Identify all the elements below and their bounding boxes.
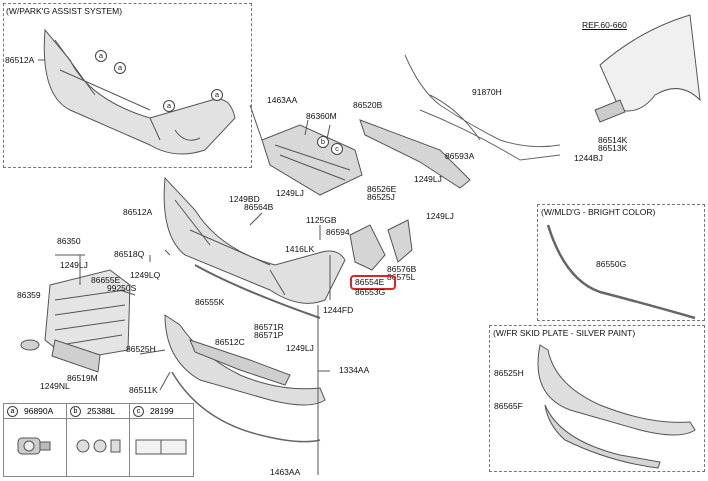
part-label-86359[interactable]: 86359 bbox=[17, 290, 41, 300]
part-label-86594[interactable]: 86594 bbox=[326, 227, 350, 237]
part-label-1249LJ[interactable]: 1249LJ bbox=[414, 174, 442, 184]
moulding-86550G-drawing bbox=[546, 224, 696, 320]
part-label-86554E[interactable]: 86554E bbox=[355, 277, 385, 287]
legend-table: a 96890A b 25388L c 28199 bbox=[3, 403, 194, 477]
part-label-1334AA[interactable]: 1334AA bbox=[339, 365, 370, 375]
part-label-1249LJ[interactable]: 1249LJ bbox=[60, 260, 88, 270]
part-label-86575L[interactable]: 86575L bbox=[387, 272, 416, 282]
part-label-86525J[interactable]: 86525J bbox=[367, 192, 395, 202]
part-label-86519M[interactable]: 86519M bbox=[67, 373, 98, 383]
part-label-1249LJ[interactable]: 1249LJ bbox=[286, 343, 314, 353]
bracket-86576B-drawing bbox=[387, 219, 413, 263]
callout-a: a bbox=[95, 50, 107, 62]
part-label-86525H[interactable]: 86525H bbox=[126, 344, 156, 354]
bracket-86554E-drawing bbox=[349, 224, 386, 271]
part-label-1416LK[interactable]: 1416LK bbox=[285, 244, 315, 254]
callout-a: a bbox=[114, 62, 126, 74]
park-assist-box-title: (W/PARK'G ASSIST SYSTEM) bbox=[6, 6, 123, 16]
legend-header bbox=[4, 404, 193, 419]
bracket-86514K-drawing bbox=[594, 99, 626, 123]
cover-86360M-drawing bbox=[261, 124, 363, 196]
strip-86555K-drawing bbox=[194, 264, 321, 319]
part-label-86526E[interactable]: 86526E bbox=[367, 184, 397, 194]
bumper-cover-main-drawing bbox=[163, 176, 346, 304]
part-label-86512C[interactable]: 86512C bbox=[215, 337, 245, 347]
part-label-86564B[interactable]: 86564B bbox=[244, 202, 274, 212]
part-label-86512A[interactable]: 86512A bbox=[123, 207, 153, 217]
legend-code[interactable]: 25388L bbox=[87, 406, 116, 416]
garnish-86519M-drawing bbox=[51, 339, 101, 373]
part-label-86571R[interactable]: 86571R bbox=[254, 322, 284, 332]
callout-b: b bbox=[317, 136, 329, 148]
part-label-86576B[interactable]: 86576B bbox=[387, 264, 417, 274]
part-label-1249LJ[interactable]: 1249LJ bbox=[426, 211, 454, 221]
part-label-86513K[interactable]: 86513K bbox=[598, 143, 628, 153]
strip-86511K-drawing bbox=[171, 371, 321, 443]
legend-letter: b bbox=[70, 406, 81, 417]
skid-plate-86525H-drawing bbox=[537, 344, 696, 436]
fender-drawing bbox=[599, 14, 701, 112]
part-label-1249NL[interactable]: 1249NL bbox=[40, 381, 70, 391]
part-label-1463AA[interactable]: 1463AA bbox=[267, 95, 298, 105]
part-label-86593A[interactable]: 86593A bbox=[445, 151, 475, 161]
grommet-icon bbox=[76, 439, 121, 453]
part-label-86565F[interactable]: 86565F bbox=[494, 401, 523, 411]
callout-a: a bbox=[163, 100, 175, 112]
part-label-86520B[interactable]: 86520B bbox=[353, 100, 383, 110]
moulding-box bbox=[537, 204, 705, 321]
part-label-1125GB[interactable]: 1125GB bbox=[306, 215, 337, 225]
part-label-86655E[interactable]: 86655E bbox=[91, 275, 121, 285]
legend-cell-b: b 25388L bbox=[67, 404, 130, 476]
wiring-harness-drawing bbox=[404, 54, 561, 161]
part-label-1249LQ[interactable]: 1249LQ bbox=[130, 270, 161, 280]
skid-plate-box-title: (W/FR SKID PLATE - SILVER PAINT) bbox=[493, 328, 636, 338]
legend-cell-c: c 28199 bbox=[130, 404, 192, 476]
part-label-1249BD[interactable]: 1249BD bbox=[229, 194, 260, 204]
emblem-drawing bbox=[20, 339, 40, 351]
part-label-1244FD[interactable]: 1244FD bbox=[323, 305, 354, 315]
part-label-86514K[interactable]: 86514K bbox=[598, 135, 628, 145]
part-label-86360M[interactable]: 86360M bbox=[306, 111, 337, 121]
part-label-1249LJ[interactable]: 1249LJ bbox=[276, 188, 304, 198]
legend-letter: c bbox=[133, 406, 144, 417]
bumper-cover-park-assist-drawing bbox=[43, 28, 236, 155]
tape-icon bbox=[135, 439, 187, 455]
part-label-99250S[interactable]: 99250S bbox=[107, 283, 137, 293]
part-label-86525H[interactable]: 86525H bbox=[494, 368, 524, 378]
part-label-1463AA[interactable]: 1463AA bbox=[270, 467, 301, 477]
highlight-86554E bbox=[350, 275, 396, 290]
skid-plate-86565F-drawing bbox=[544, 404, 661, 469]
ref-label[interactable]: REF.60-660 bbox=[582, 20, 627, 30]
part-label-86571P[interactable]: 86571P bbox=[254, 330, 284, 340]
legend-code[interactable]: 96890A bbox=[24, 406, 54, 416]
moulding-box-title: (W/MLD'G - BRIGHT COLOR) bbox=[541, 207, 656, 217]
park-assist-box bbox=[3, 3, 252, 168]
part-label-1244BJ[interactable]: 1244BJ bbox=[574, 153, 603, 163]
part-label-86550G[interactable]: 86550G bbox=[596, 259, 627, 269]
part-label-86512A[interactable]: 86512A bbox=[5, 55, 35, 65]
part-label-86555K[interactable]: 86555K bbox=[195, 297, 225, 307]
legend-code[interactable]: 28199 bbox=[150, 406, 174, 416]
legend-cell-a: a 96890A bbox=[4, 404, 67, 476]
part-label-91870H[interactable]: 91870H bbox=[472, 87, 502, 97]
sensor-icon bbox=[17, 437, 51, 455]
part-label-86553G[interactable]: 86553G bbox=[355, 287, 386, 297]
part-label-86350[interactable]: 86350 bbox=[57, 236, 81, 246]
skid-plate-box bbox=[489, 325, 705, 472]
part-label-86511K[interactable]: 86511K bbox=[129, 385, 158, 395]
legend-letter: a bbox=[7, 406, 18, 417]
callout-a: a bbox=[211, 89, 223, 101]
callout-c: c bbox=[331, 143, 343, 155]
reinforcement-86520B-drawing bbox=[359, 119, 471, 189]
part-label-86518Q[interactable]: 86518Q bbox=[114, 249, 145, 259]
lower-grille-86512C-drawing bbox=[189, 339, 291, 386]
